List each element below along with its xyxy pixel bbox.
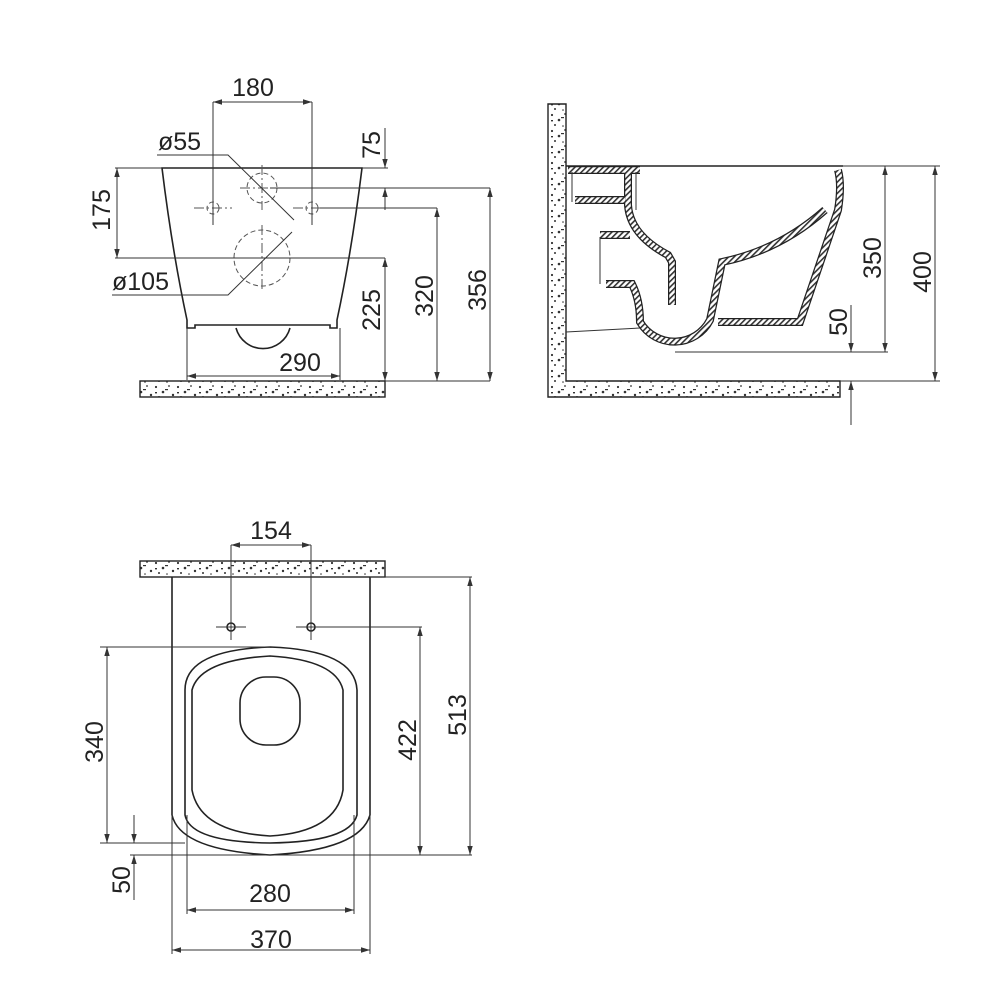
wall-slab	[139, 560, 386, 578]
bowl-section	[568, 166, 844, 346]
seat-hole	[239, 676, 301, 746]
top-view: 154 340 422 513 50 280 370	[81, 517, 473, 954]
dim-50-side: 50	[825, 308, 853, 336]
seat-lid	[191, 655, 344, 837]
dim-154: 154	[250, 517, 292, 545]
dim-225: 225	[358, 289, 386, 331]
side-view: 350 400 50	[547, 103, 940, 425]
dim-513: 513	[444, 694, 472, 736]
dim-75: 75	[358, 131, 386, 159]
dim-320: 320	[411, 275, 439, 317]
floor-slab	[139, 380, 386, 398]
dim-400: 400	[909, 251, 937, 293]
dim-422: 422	[394, 719, 422, 761]
dim-356: 356	[464, 269, 492, 311]
seat-outline	[184, 646, 358, 844]
dim-180: 180	[232, 74, 274, 102]
body-outline	[171, 577, 371, 856]
dim-370: 370	[250, 926, 292, 954]
dim-175: 175	[88, 189, 116, 231]
dim-d105: ø105	[112, 268, 169, 296]
dim-340: 340	[81, 721, 109, 763]
dim-290: 290	[279, 349, 321, 377]
bowl-outline	[161, 167, 363, 329]
wall-and-floor	[547, 103, 841, 398]
dim-350: 350	[859, 237, 887, 279]
dim-280: 280	[249, 880, 291, 908]
dim-d55: ø55	[158, 128, 201, 156]
front-view: 180 ø55 ø105 175 75 225 320 356 290	[88, 74, 493, 398]
outlet-bulge	[235, 327, 291, 350]
dim-50-top: 50	[108, 866, 136, 894]
